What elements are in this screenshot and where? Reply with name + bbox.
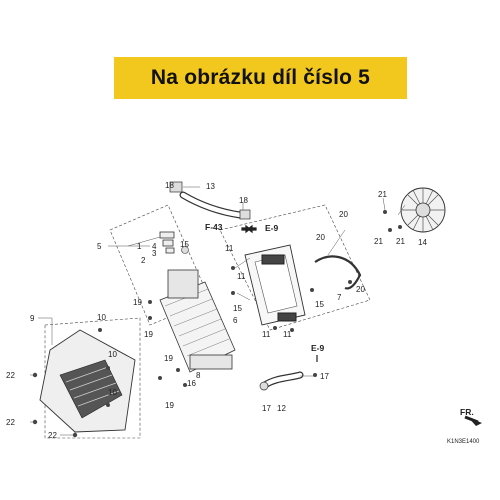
callout-16: 16	[187, 379, 196, 388]
callout-12: 12	[277, 404, 286, 413]
callout-18-a: 18	[165, 181, 174, 190]
callout-10-mid: 10	[108, 350, 117, 359]
seal-strip	[314, 255, 362, 290]
radiator-core	[159, 269, 236, 373]
radiator-cover	[39, 329, 136, 433]
front-label: FR.	[460, 407, 474, 417]
callout-21-c: 21	[396, 237, 405, 246]
callout-6: 6	[233, 316, 238, 325]
callout-9: 9	[30, 314, 35, 323]
callout-13: 13	[206, 182, 215, 191]
callout-15-c: 15	[315, 300, 324, 309]
callout-20-b: 20	[316, 233, 325, 242]
callout-15-b: 15	[233, 304, 242, 313]
group-box-shroud	[219, 204, 371, 331]
part-number-banner: Na obrázku díl číslo 5	[114, 57, 407, 99]
callout-20-c: 20	[356, 285, 365, 294]
ref-e9-bottom: E-9	[311, 343, 325, 353]
hose-clamp-lower	[259, 381, 269, 391]
hose-clamp-upper	[169, 181, 183, 193]
callout-4: 4	[152, 242, 157, 251]
callout-20-a: 20	[339, 210, 348, 219]
ref-e9-top: E-9	[265, 223, 279, 233]
front-direction-arrow	[464, 415, 482, 426]
callout-3: 3	[152, 249, 157, 258]
callout-2: 2	[141, 256, 146, 265]
callout-1: 1	[137, 242, 142, 251]
callout-21-b: 21	[374, 237, 383, 246]
callout-8: 8	[196, 371, 201, 380]
hose-clamp-18	[239, 209, 251, 220]
leader-lines	[30, 186, 406, 436]
callout-18-b: 18	[239, 196, 248, 205]
callout-19-c: 19	[164, 354, 173, 363]
drawing-code: K1N3E1400	[447, 439, 480, 445]
cooling-fan	[400, 187, 446, 233]
callout-22-b: 22	[6, 418, 15, 427]
bolts	[32, 210, 402, 438]
callout-19-b: 19	[144, 330, 153, 339]
fan-shroud	[244, 244, 306, 326]
callout-10-top: 10	[97, 313, 106, 322]
callout-17-a: 17	[262, 404, 271, 413]
callout-11-b: 11	[237, 272, 246, 281]
callout-19-d: 19	[165, 401, 174, 410]
callout-19-a: 19	[133, 298, 142, 307]
callout-17-b: 17	[320, 372, 329, 381]
callout-21-a: 21	[378, 190, 387, 199]
callout-15-a: 15	[180, 240, 189, 249]
callout-11-d: 11	[283, 330, 292, 339]
callout-22-c: 22	[48, 431, 57, 440]
callout-14: 14	[418, 238, 427, 247]
callout-7: 7	[337, 293, 342, 302]
callout-11-c: 11	[262, 330, 271, 339]
callout-22-a: 22	[6, 371, 15, 380]
ref-f43: F-43	[205, 222, 223, 232]
radiator-cap	[159, 231, 175, 254]
callout-5: 5	[97, 242, 102, 251]
callout-11-a: 11	[225, 244, 234, 253]
callout-10-low: 10	[108, 388, 117, 397]
